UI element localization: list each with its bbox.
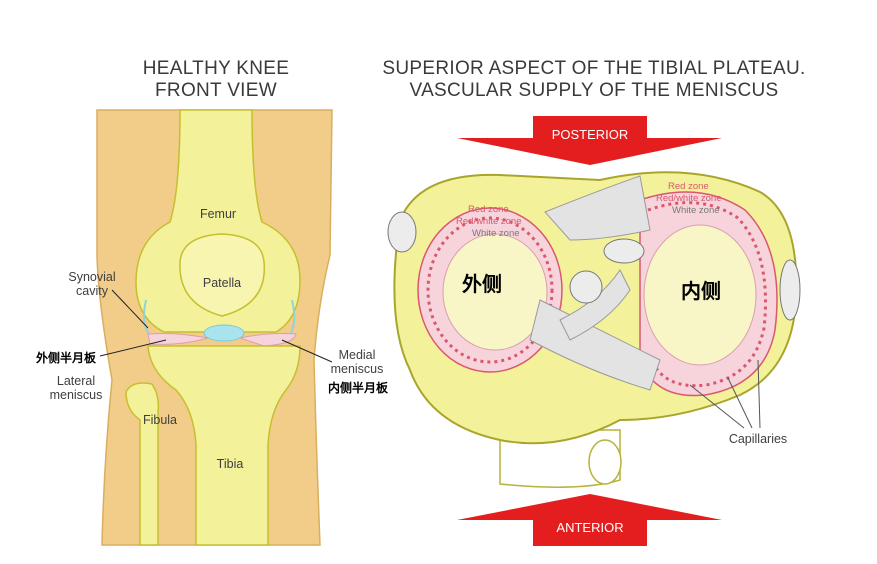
medial-meniscus-cn-annotation: 内侧半月板: [328, 380, 389, 395]
medial-meniscus-front: [238, 333, 297, 347]
lateral-meniscus-leader: [99, 339, 167, 357]
posterior-arrow: [457, 116, 722, 165]
lateral-side-cn-annotation: 外侧: [462, 272, 502, 296]
left-stump: [387, 211, 417, 253]
lateral-meniscus-cn-annotation: 外侧半月板: [36, 350, 97, 365]
patella: [179, 233, 266, 317]
lateral-red-white-zone-label: Red/white zone: [456, 216, 521, 227]
capillaries-leader-1: [689, 384, 745, 429]
synovial-cavity-label-line-1: Synovial: [68, 270, 115, 284]
medial-white-zone-label: White zone: [672, 205, 720, 216]
right-stump: [779, 259, 801, 321]
left-panel: HEALTHY KNEE FRONT VIEW Femur Patella Sy…: [36, 58, 389, 546]
fibula: [125, 382, 160, 546]
left-title-line-2: FRONT VIEW: [155, 80, 277, 101]
medial-plateau-center: [643, 224, 757, 366]
anterior-label: ANTERIOR: [556, 520, 623, 535]
lateral-meniscus-label-line-2: meniscus: [50, 388, 103, 402]
medial-red-zone-label: Red zone: [668, 181, 709, 192]
medial-red-white-zone-label: Red/white zone: [656, 193, 721, 204]
lateral-white-zone-label: White zone: [472, 228, 520, 239]
tibial-shaft-end: [588, 439, 622, 485]
medial-side-cn-annotation: 内侧: [681, 279, 721, 303]
lateral-plateau-center: [442, 233, 548, 351]
right-panel: SUPERIOR ASPECT OF THE TIBIAL PLATEAU. V…: [382, 58, 805, 546]
lateral-red-zone-label: Red zone: [468, 204, 509, 215]
transverse-ligament: [559, 269, 631, 341]
synovial-leader: [111, 289, 149, 329]
tibial-shaft: [499, 429, 621, 488]
patella-label: Patella: [203, 276, 241, 290]
lateral-meniscus-label-line-1: Lateral: [57, 374, 95, 388]
right-title-line-2: VASCULAR SUPPLY OF THE MENISCUS: [410, 80, 779, 101]
right-title-line-1: SUPERIOR ASPECT OF THE TIBIAL PLATEAU.: [382, 58, 805, 79]
tibia: [147, 345, 301, 546]
medial-meniscus-red-zone: [647, 201, 768, 388]
tibia-label: Tibia: [217, 457, 244, 471]
synovial-cavity-label-line-2: cavity: [76, 284, 109, 298]
left-title-line-1: HEALTHY KNEE: [143, 58, 290, 79]
capillaries-leader-3: [757, 359, 761, 429]
medial-meniscus-label-line-2: meniscus: [331, 362, 384, 376]
fibula-label: Fibula: [143, 413, 177, 427]
upper-stump: [603, 238, 645, 264]
medial-meniscus-leader: [281, 339, 333, 363]
cruciate-ligament-posterior: [544, 175, 651, 241]
center-stump: [569, 270, 603, 304]
femur-label: Femur: [200, 207, 236, 221]
posterior-label: POSTERIOR: [552, 127, 629, 142]
lateral-meniscus-red-zone: [426, 216, 554, 364]
lateral-meniscus-front: [147, 333, 209, 345]
capillaries-label: Capillaries: [729, 432, 787, 446]
joint-cartilage: [203, 324, 245, 342]
capillaries-leader-2: [727, 377, 753, 429]
anterior-arrow: [457, 494, 722, 546]
medial-meniscus-label-line-1: Medial: [339, 348, 376, 362]
